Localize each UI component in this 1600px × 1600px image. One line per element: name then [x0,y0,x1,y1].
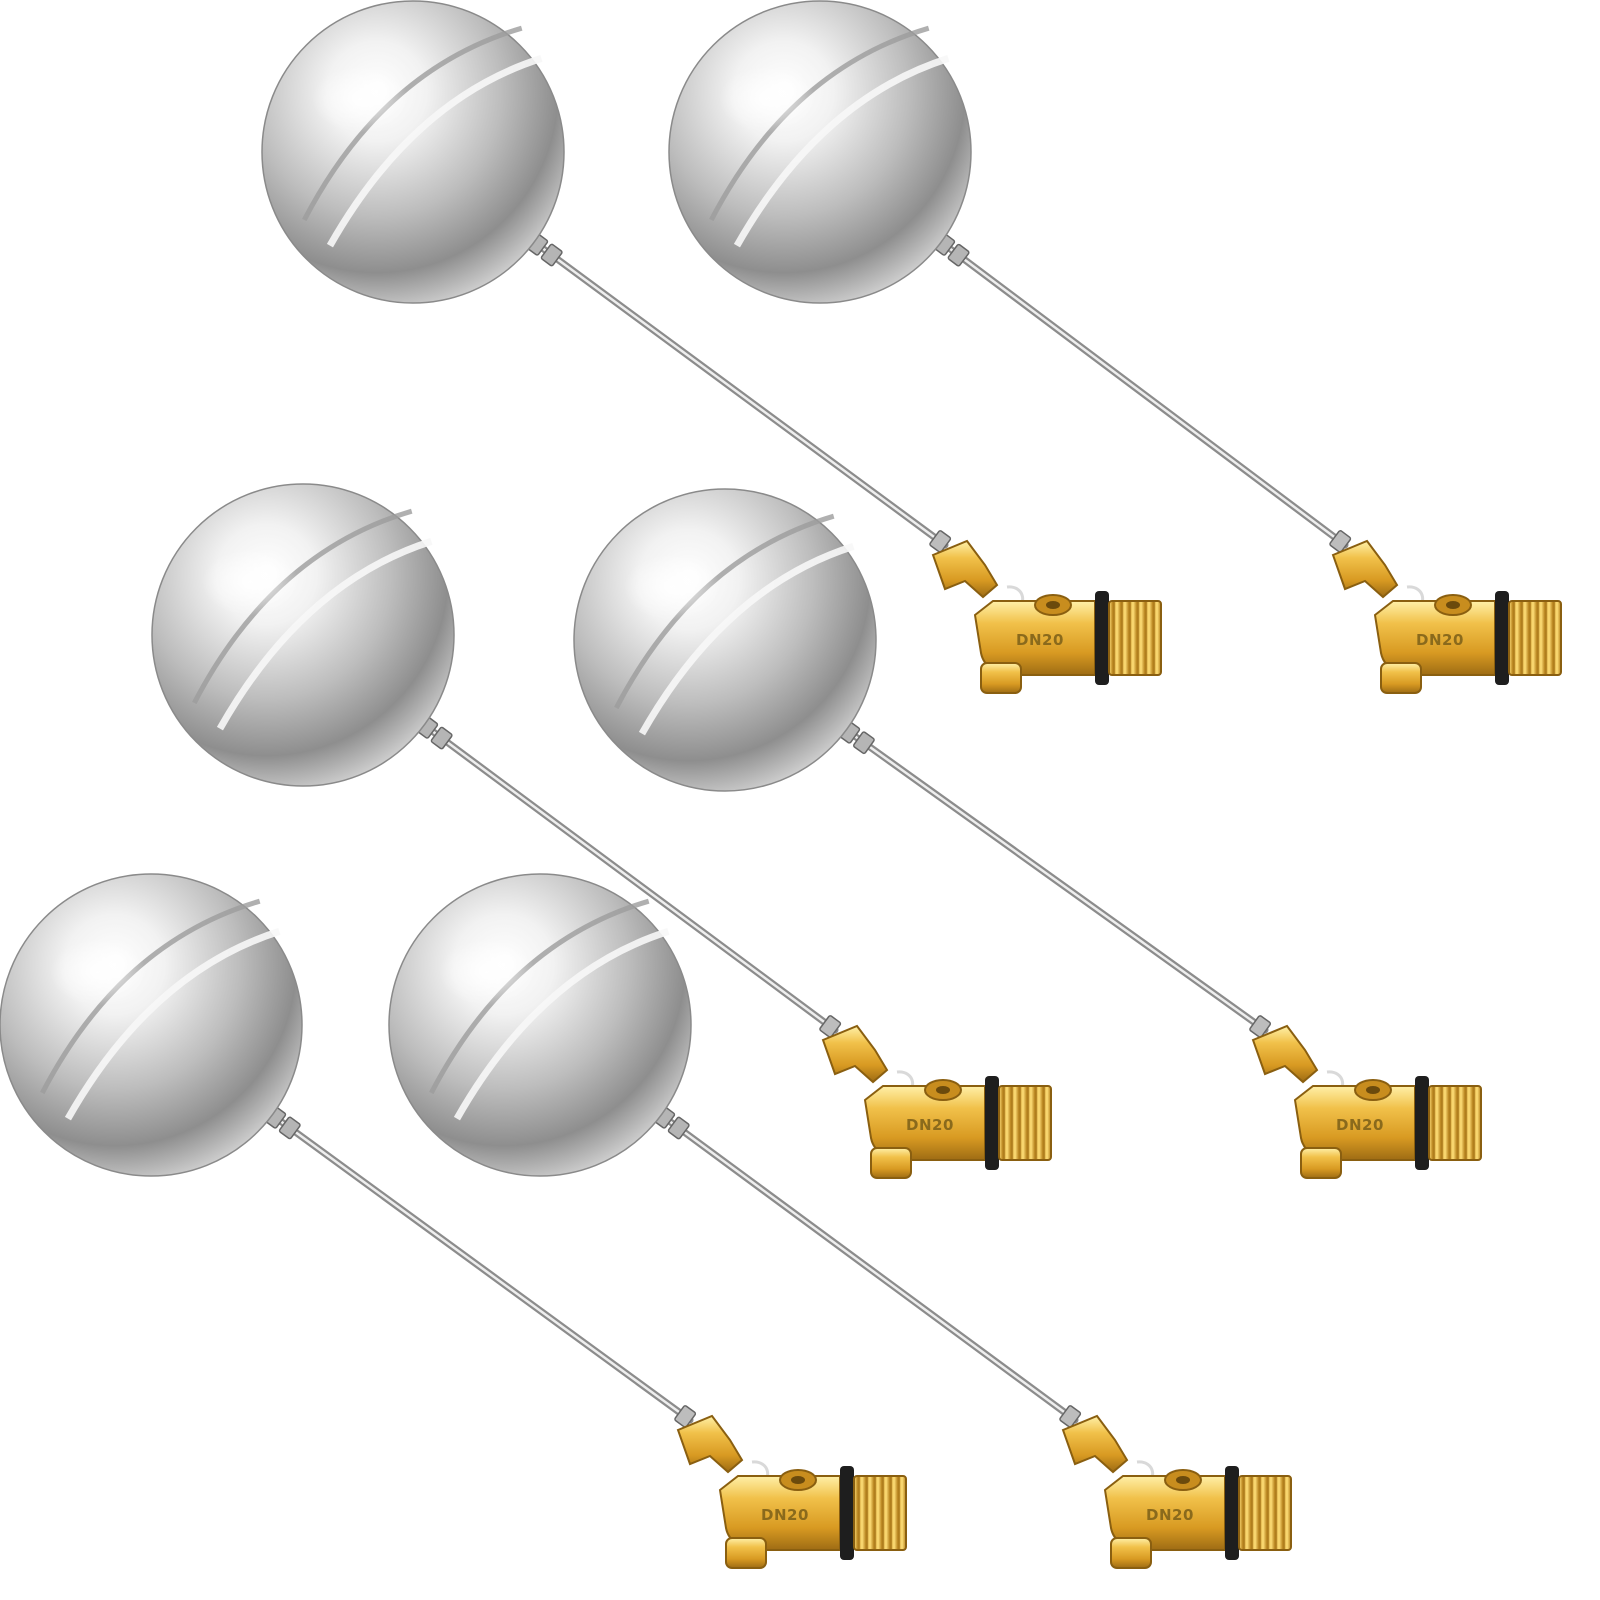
rod-highlight [267,1111,692,1422]
hex-nut [430,726,453,750]
valve-port-hole [936,1086,950,1094]
hex-nut [1249,1015,1272,1038]
threaded-inlet [1108,600,1162,676]
stainless-float-ball [0,873,303,1177]
valve-outlet [980,662,1022,694]
stainless-float-ball [261,0,565,304]
valve-port-hole [791,1476,805,1484]
hex-nut [674,1405,697,1428]
valve-lever-arm [676,1414,744,1474]
stainless-float-ball [668,0,972,304]
hex-nut [278,1116,301,1140]
valve-size-stamp: DN20 [1416,631,1464,649]
ball-seam-highlight [638,543,855,736]
rod-highlight [419,721,837,1032]
rubber-gasket [1095,591,1109,685]
rubber-gasket [1225,1466,1239,1560]
hex-nut [947,243,970,267]
valve-port-hole [1366,1086,1380,1094]
rubber-gasket [1415,1076,1429,1170]
ball-reflection [623,553,721,621]
brass-valve: DN20 [1061,1414,1292,1569]
brass-valve: DN20 [1331,539,1562,694]
ball-reflection [718,65,816,133]
threaded-inlet [998,1085,1052,1161]
float-valve-assembly: DN20 [0,873,907,1569]
valve-outlet [1300,1147,1342,1179]
hex-nut [1059,1405,1082,1428]
valve-lever-arm [821,1024,889,1084]
hex-nut [929,530,952,553]
valve-port-hole [1046,601,1060,609]
rod-highlight [529,238,947,547]
ball-seam-highlight [64,928,281,1121]
ball-reflection [438,938,536,1006]
rubber-gasket [840,1466,854,1560]
rod-highlight [656,1111,1077,1422]
brass-valve: DN20 [931,539,1162,694]
threaded-inlet [1508,600,1562,676]
float-valve-assembly: DN20 [151,483,1052,1179]
valve-outlet [1110,1537,1152,1569]
valve-port-hole [1176,1476,1190,1484]
hex-nut [819,1015,842,1038]
valve-size-stamp: DN20 [906,1116,954,1134]
brass-valve: DN20 [821,1024,1052,1179]
valve-lever-arm [931,539,999,599]
hex-nut [667,1116,690,1140]
ball-reflection [311,65,409,133]
rubber-gasket [985,1076,999,1170]
stainless-float-ball [388,873,692,1177]
valve-outlet [1380,662,1422,694]
valve-lever-arm [1061,1414,1129,1474]
hex-nut [540,243,563,267]
float-valve-assembly: DN20 [261,0,1162,694]
ball-seam-highlight [216,538,433,731]
float-valve-assembly: DN20 [388,873,1292,1569]
valve-lever-arm [1331,539,1399,599]
valve-size-stamp: DN20 [1146,1506,1194,1524]
valve-port-hole [1446,601,1460,609]
stainless-float-ball [151,483,455,787]
ball-seam-highlight [453,928,670,1121]
valve-size-stamp: DN20 [1336,1116,1384,1134]
ball-reflection [49,938,147,1006]
threaded-inlet [1238,1475,1292,1551]
valve-size-stamp: DN20 [1016,631,1064,649]
rod-highlight [936,238,1347,547]
rod-highlight [841,726,1267,1032]
valve-lever-arm [1251,1024,1319,1084]
hex-nut [1329,530,1352,553]
valve-outlet [725,1537,767,1569]
valve-size-stamp: DN20 [761,1506,809,1524]
brass-valve: DN20 [1251,1024,1482,1179]
rubber-gasket [1495,591,1509,685]
ball-reflection [201,548,299,616]
threaded-inlet [1428,1085,1482,1161]
brass-valve: DN20 [676,1414,907,1569]
ball-seam-highlight [733,55,950,248]
float-valve-assembly: DN20 [573,488,1482,1179]
stainless-float-ball [573,488,877,792]
hex-nut [853,731,875,755]
ball-seam-highlight [326,55,543,248]
threaded-inlet [853,1475,907,1551]
valve-outlet [870,1147,912,1179]
float-valve-assembly: DN20 [668,0,1562,694]
